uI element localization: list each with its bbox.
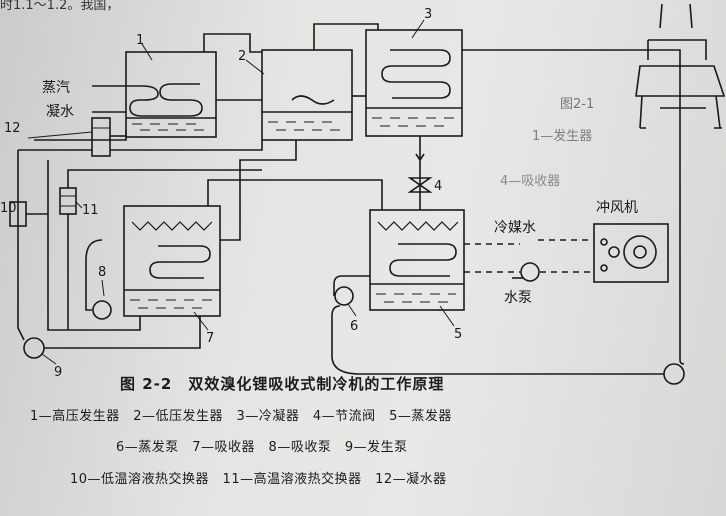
evaporator <box>369 209 465 311</box>
label-9: 9 <box>54 365 62 380</box>
cooling-water-pump <box>663 363 685 385</box>
top-text-fragment: 时1.1～1.2。我国， <box>0 0 120 13</box>
label-3: 3 <box>424 7 432 22</box>
absorber <box>123 205 221 317</box>
water-pump <box>512 262 540 282</box>
label-steam: 蒸汽 <box>42 80 70 96</box>
label-11: 11 <box>82 203 99 218</box>
bg-fragment-3: 4—吸收器 <box>500 174 560 189</box>
label-7: 7 <box>206 331 214 346</box>
fan-unit <box>593 223 669 283</box>
label-condensate: 凝水 <box>46 104 74 120</box>
throttle-valve <box>407 136 433 210</box>
condensate-collector <box>91 117 111 157</box>
label-8: 8 <box>98 265 106 280</box>
condenser <box>365 29 463 137</box>
label-5: 5 <box>454 327 462 342</box>
evaporator-pump <box>333 275 370 306</box>
bg-fragment-2: 1—发生器 <box>532 128 592 144</box>
high-pressure-generator <box>92 51 217 138</box>
bg-fragment-1: 图2-1 <box>560 97 594 112</box>
legend-line-1: 1—高压发生器 2—低压发生器 3—冷凝器 4—节流阀 5—蒸发器 <box>30 409 452 424</box>
label-fan: 冲风机 <box>596 200 638 216</box>
legend-line-2: 6—蒸发泵 7—吸收器 8—吸收泵 9—发生泵 <box>116 440 408 455</box>
absorber-pump <box>85 239 112 320</box>
label-chilled-water: 冷媒水 <box>494 220 536 236</box>
label-4: 4 <box>434 179 442 194</box>
figure-caption: 图 2-2 双效溴化锂吸收式制冷机的工作原理 <box>120 375 445 393</box>
label-12: 12 <box>4 121 21 136</box>
label-6: 6 <box>350 319 358 334</box>
low-pressure-generator <box>261 49 353 141</box>
generator-pump <box>17 150 45 359</box>
high-temp-heat-exchanger <box>59 187 77 215</box>
legend-line-3: 10—低温溶液热交换器 11—高温溶液热交换器 12—凝水器 <box>70 472 447 487</box>
label-water-pump: 水泵 <box>504 290 532 306</box>
label-10: 10 <box>0 201 17 216</box>
label-1: 1 <box>136 33 144 48</box>
label-2: 2 <box>238 49 246 64</box>
cooling-tower <box>635 3 726 129</box>
